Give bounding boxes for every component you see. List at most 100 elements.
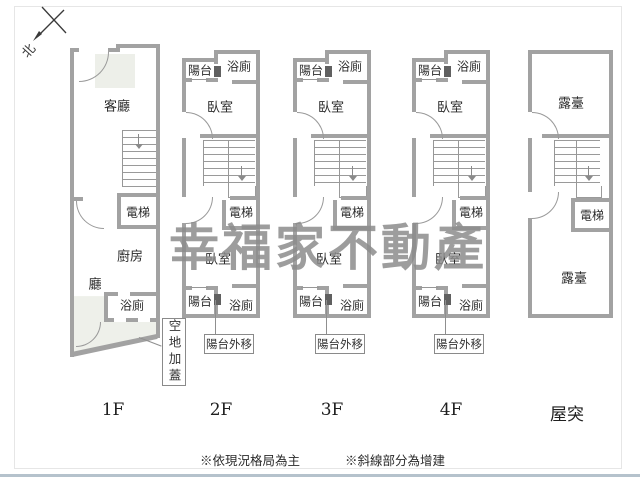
wall xyxy=(182,58,218,62)
wall xyxy=(412,314,490,318)
stairs-direction-arrow xyxy=(584,166,593,181)
unit-roof: 露臺 電梯 露臺 xyxy=(528,50,613,318)
wall xyxy=(528,50,613,54)
wall xyxy=(182,314,260,318)
sliding-door-line xyxy=(301,287,319,288)
room-label-balcony: 陽台 xyxy=(187,63,213,78)
elevator-wall xyxy=(460,196,490,200)
floor-label: 4F xyxy=(439,400,463,420)
wall xyxy=(444,50,490,54)
unit-3f: 陽台 浴廁 臥室 電梯 臥室 陽台 浴廁 陽台外移 3F xyxy=(293,50,371,420)
stairs-edge xyxy=(122,130,123,187)
room-label-bath: 浴廁 xyxy=(228,298,254,313)
elevator-wall xyxy=(571,228,613,232)
room-label-elevator: 電梯 xyxy=(458,205,484,220)
room-label-bath: 浴廁 xyxy=(456,59,482,74)
stairs-direction-arrow xyxy=(348,166,357,181)
elevator-wall xyxy=(333,200,337,228)
stairs-divider xyxy=(576,140,577,196)
wall xyxy=(293,286,303,290)
unit-1f: 客廳 電梯 廚房 廳 浴廁 xyxy=(70,42,160,372)
note-balcony-moved: 陽台外移 xyxy=(434,334,484,354)
wall xyxy=(104,292,108,322)
room-label-bath: 浴廁 xyxy=(119,298,145,313)
floor-label: 2F xyxy=(209,400,233,420)
door-arc xyxy=(186,112,213,139)
wall xyxy=(182,286,192,290)
door-arc xyxy=(532,112,559,139)
room-label-kitchen: 廚房 xyxy=(116,249,144,265)
wall xyxy=(130,292,160,296)
floor-label-roof: 屋突 xyxy=(550,405,584,425)
wall xyxy=(70,48,74,357)
wall xyxy=(232,284,260,288)
wall xyxy=(182,58,186,112)
wall xyxy=(293,58,297,112)
wall xyxy=(486,50,490,318)
water-heater xyxy=(325,294,332,305)
wall xyxy=(293,314,371,318)
wall xyxy=(156,44,160,338)
sliding-door-line xyxy=(420,79,438,80)
stairs-edge xyxy=(203,140,204,186)
elevator-wall xyxy=(222,200,226,228)
wall xyxy=(182,78,192,82)
room-label-elevator: 電梯 xyxy=(339,205,365,220)
room-label-hall: 廳 xyxy=(88,277,102,293)
water-heater xyxy=(214,294,221,305)
wall xyxy=(436,78,448,82)
wall xyxy=(430,134,490,138)
wall xyxy=(343,284,371,288)
wall xyxy=(293,138,297,197)
wall xyxy=(462,284,490,288)
wall xyxy=(462,80,490,84)
wall xyxy=(412,138,416,197)
stairs-divider xyxy=(458,140,459,196)
wall xyxy=(528,314,613,318)
room-label-balcony: 陽台 xyxy=(417,294,443,309)
stairs-edge xyxy=(554,140,555,186)
room-label-bedroom: 臥室 xyxy=(206,100,234,116)
room-label-terrace: 露臺 xyxy=(560,271,588,287)
room-label-balcony: 陽台 xyxy=(298,294,324,309)
wall xyxy=(182,223,186,318)
leader-line xyxy=(445,300,446,334)
stairs-direction-arrow xyxy=(134,134,143,149)
room-label-bath: 浴廁 xyxy=(339,298,365,313)
elevator-wall xyxy=(571,198,613,202)
wall xyxy=(528,218,532,314)
drawing-frame xyxy=(14,6,622,469)
stairs xyxy=(314,140,339,186)
room-label-living: 客廳 xyxy=(103,99,131,115)
elevator-wall xyxy=(117,193,160,197)
unit-4f: 陽台 浴廁 臥室 電梯 臥室 陽台 浴廁 陽台外移 4F xyxy=(412,50,490,420)
wall xyxy=(214,50,260,54)
water-heater xyxy=(444,294,451,305)
elevator-wall xyxy=(571,202,575,228)
wall xyxy=(150,318,160,322)
wall xyxy=(293,78,303,82)
room-label-bedroom: 臥室 xyxy=(317,100,345,116)
room-label-balcony: 陽台 xyxy=(187,294,213,309)
wall xyxy=(116,44,120,52)
note-balcony-moved: 陽台外移 xyxy=(315,334,365,354)
stairs-divider xyxy=(228,140,229,196)
door-arc xyxy=(416,112,443,139)
elevator-wall xyxy=(230,196,260,200)
unit-2f: 陽台 浴廁 臥室 電梯 臥室 陽台 浴廁 陽台外移 2F xyxy=(182,50,260,420)
wall xyxy=(108,292,118,296)
stairs xyxy=(203,140,228,186)
wall xyxy=(293,58,329,62)
wall xyxy=(528,50,532,112)
room-label-balcony: 陽台 xyxy=(298,63,324,78)
wall xyxy=(444,50,448,64)
elevator-wall xyxy=(222,226,260,230)
room-label-elevator: 電梯 xyxy=(228,205,254,220)
floor-label: 3F xyxy=(320,400,344,420)
leader-line xyxy=(215,300,216,334)
room-label-bedroom: 臥室 xyxy=(204,252,232,268)
room-label-bedroom: 臥室 xyxy=(315,252,343,268)
wall xyxy=(325,50,329,64)
room-label-elevator: 電梯 xyxy=(579,208,605,223)
wall xyxy=(317,286,329,290)
